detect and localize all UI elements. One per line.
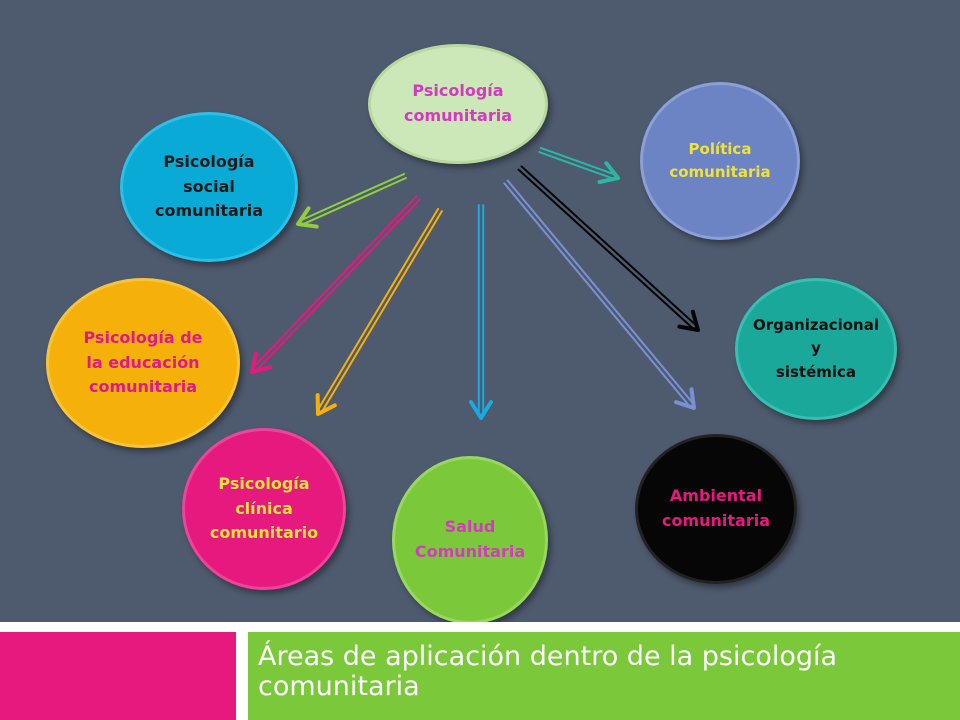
node-politica-comunitaria: Política comunitaria [640, 82, 800, 240]
arrow-shaft [517, 168, 696, 331]
arrow-shaft [298, 172, 406, 222]
node-line: clínica [235, 498, 293, 518]
arrow-to-social [296, 172, 407, 229]
arrow-to-salud [469, 204, 493, 420]
node-line: comunitaria [154, 201, 264, 221]
node-organizacional-sistemica: Organizacional y sistémica [735, 278, 897, 420]
node-line: comunitaria [403, 106, 513, 125]
arrow-to-educacion [250, 195, 421, 374]
node-line: Psicología [412, 81, 504, 101]
arrow-head [296, 206, 319, 229]
arrow-head [597, 161, 620, 185]
node-line: Salud [444, 517, 496, 537]
arrow-shaft [506, 179, 695, 406]
arrow-shaft [538, 151, 616, 181]
footer-divider [0, 622, 960, 632]
node-line: la educación [86, 352, 200, 372]
node-psicologia-educacion-comunitaria: Psicología de la educación comunitaria [46, 278, 240, 448]
arrow-shaft [300, 177, 407, 226]
node-line: Ambiental [669, 486, 763, 506]
arrow-head [677, 309, 700, 332]
node-line: comunitaria [88, 377, 197, 397]
arrow-shaft [251, 195, 418, 370]
node-line: Organizacional y [753, 316, 879, 358]
arrow-shaft [539, 146, 617, 176]
arrow-shaft [520, 165, 699, 328]
node-line: Política [688, 139, 752, 158]
footer-separator [236, 632, 248, 720]
footer-bar: Áreas de aplicación dentro de la psicolo… [0, 632, 960, 720]
arrow-shaft [503, 182, 692, 409]
arrow-to-politica [538, 146, 620, 185]
node-line: comunitaria [661, 511, 771, 530]
node-ambiental-comunitaria: Ambiental comunitaria [635, 434, 797, 584]
slide-title: Áreas de aplicación dentro de la psicolo… [258, 641, 838, 702]
node-line: comunitario [209, 523, 319, 543]
arrow-shaft [320, 210, 443, 414]
node-salud-comunitaria: Salud Comunitaria [392, 456, 548, 624]
node-line: sistémica [775, 362, 857, 381]
node-psicologia-comunitaria: Psicología comunitaria [368, 44, 548, 164]
arrow-head [674, 387, 696, 410]
arrow-head [250, 351, 273, 374]
arrow-shaft [316, 207, 440, 412]
arrow-to-clinica [315, 207, 443, 416]
arrow-to-organizacional [517, 165, 700, 332]
node-line: Psicología de [83, 327, 203, 347]
node-line: social [183, 176, 235, 196]
node-psicologia-clinica-comunitario: Psicología clínica comunitario [182, 428, 346, 590]
node-psicologia-social-comunitaria: Psicología social comunitaria [120, 112, 298, 262]
arrow-head [469, 400, 493, 420]
node-line: Psicología [218, 473, 310, 493]
arrow-shaft [254, 198, 421, 373]
node-line: Comunitaria [414, 542, 526, 561]
footer-green-block [248, 632, 960, 720]
arrow-to-ambiental [503, 179, 696, 410]
footer-pink-block [0, 632, 236, 720]
arrow-head [315, 393, 337, 416]
node-line: Psicología [163, 151, 255, 171]
node-line: comunitaria [669, 163, 771, 181]
